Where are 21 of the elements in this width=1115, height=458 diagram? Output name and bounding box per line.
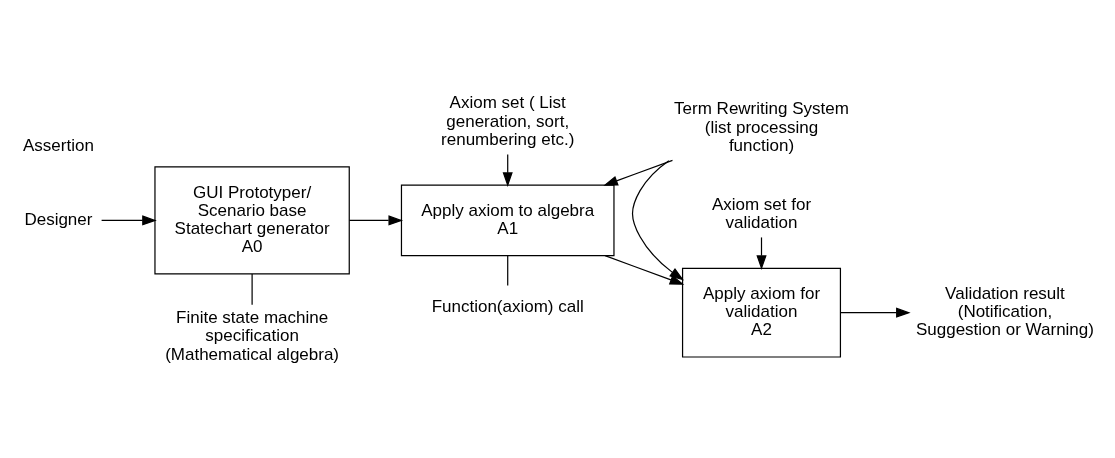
node-text: Axiom set ( List generation, sort, renumbering etc.)	[441, 92, 575, 149]
arrow	[502, 153, 513, 187]
arrow	[756, 236, 767, 270]
connector	[507, 254, 509, 286]
arrow	[840, 307, 911, 318]
node-box: Apply axiom to algebra A1	[400, 184, 615, 256]
arrow	[603, 159, 674, 186]
label: Assertion	[22, 135, 94, 155]
node-box: Apply axiom for validation A2	[681, 267, 842, 358]
arrow	[604, 254, 685, 285]
arrow	[101, 214, 157, 225]
connector	[251, 272, 253, 305]
node-text: Validation result (Notification, Suggestion or Warning)	[915, 283, 1094, 339]
node-text: Term Rewriting System (list processing function)	[674, 98, 849, 155]
arrow	[348, 214, 403, 225]
node-text: Function(axiom) call	[431, 296, 584, 316]
arrow	[631, 159, 685, 280]
node-text: Designer	[24, 209, 93, 229]
node-text: Finite state machine specification (Mathematical algebra)	[165, 307, 340, 364]
node-box: GUI Prototyper/ Scenario base Statechart generator A0	[154, 165, 350, 274]
node-text: Axiom set for validation	[711, 194, 812, 232]
